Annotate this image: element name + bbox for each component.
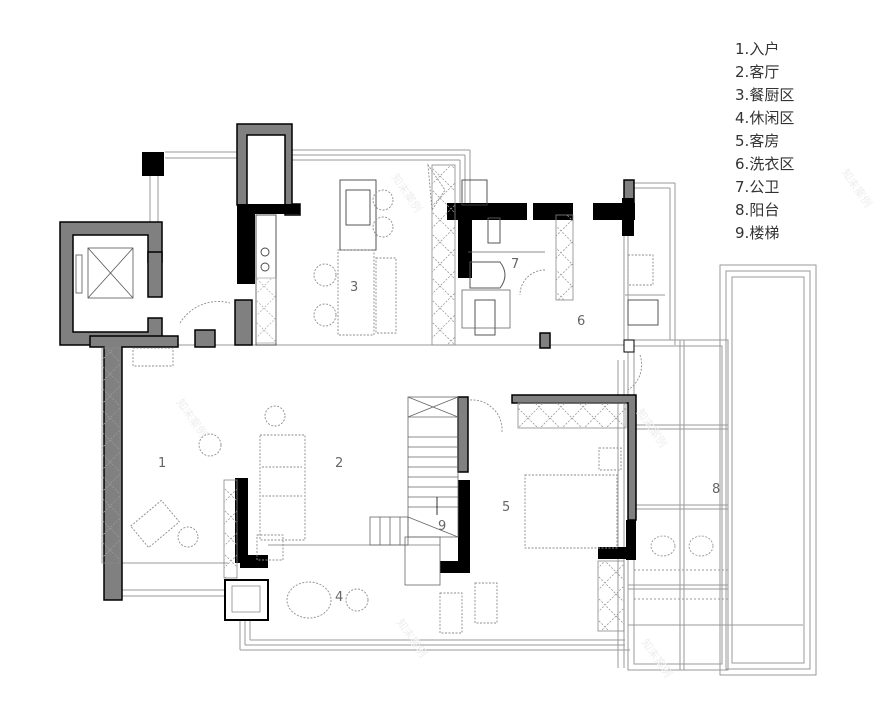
room-label-9: 9: [438, 519, 447, 534]
room-label-5: 5: [502, 500, 511, 515]
walls-gray: [59, 123, 637, 601]
legend-item: 5.客房: [735, 132, 780, 150]
room-label-7: 7: [511, 257, 520, 272]
elevator-icon: [75, 247, 134, 299]
room-label-3: 3: [350, 280, 359, 295]
legend: 1.入户 2.客厅 3.餐厨区 4.休闲区 5.客房 6.洗衣区 7.公卫 8.…: [735, 38, 794, 245]
legend-item: 9.楼梯: [735, 224, 780, 242]
room-label-1: 1: [158, 456, 167, 471]
legend-item: 7.公卫: [735, 178, 780, 196]
stairs: [369, 396, 459, 586]
legend-item: 8.阳台: [735, 201, 780, 219]
legend-item: 3.餐厨区: [735, 86, 795, 104]
legend-item: 6.洗衣区: [735, 155, 795, 173]
room-label-6: 6: [577, 314, 586, 329]
furniture: [130, 163, 654, 634]
balcony-frame: [627, 264, 817, 676]
room-label-2: 2: [335, 456, 344, 471]
legend-item: 2.客厅: [735, 63, 780, 81]
room-label-4: 4: [335, 590, 344, 605]
room-label-8: 8: [712, 482, 721, 497]
legend-item: 4.休闲区: [735, 109, 795, 127]
walls-black: [142, 152, 636, 573]
legend-item: 1.入户: [735, 40, 780, 58]
